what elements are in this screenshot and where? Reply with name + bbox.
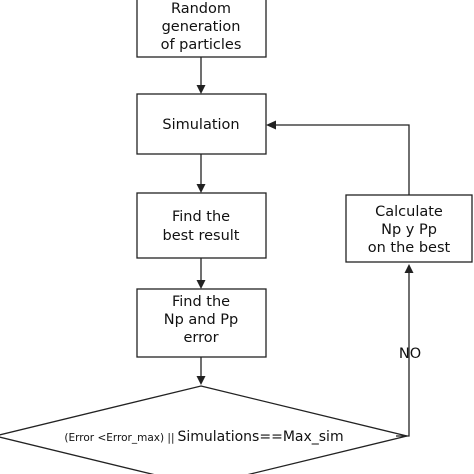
node-find-best-result-line-2: best result — [163, 228, 240, 244]
edge-calculate-to-simulation-line — [275, 124, 410, 195]
edge-find-best-to-find-error-arrowhead — [196, 280, 206, 289]
node-decision-condition-part-1: (Error <Error_max) || — [64, 432, 174, 444]
edge-label-no: NO — [399, 346, 421, 362]
node-random-generation: Random generation of particles — [136, 0, 267, 58]
node-find-error-line-2: Np and Pp — [164, 312, 239, 328]
node-random-generation-box — [136, 0, 267, 58]
edge-find-error-to-decision — [196, 357, 206, 385]
edge-random-to-simulation-arrowhead — [196, 85, 206, 94]
node-simulation-label: Simulation — [162, 117, 239, 133]
edge-decision-to-calculate: NO — [396, 264, 421, 437]
node-find-error-box — [136, 288, 267, 358]
node-calculate-line-1: Calculate — [375, 204, 443, 220]
node-decision-condition-part-2: Simulations==Max_sim — [177, 429, 343, 445]
node-calculate: Calculate Np y Pp on the best — [345, 194, 473, 263]
edge-decision-to-calculate-line — [396, 272, 410, 437]
edge-random-to-simulation — [196, 57, 206, 94]
edge-simulation-to-find-best-arrowhead — [196, 184, 206, 193]
edge-calculate-to-simulation-arrowhead — [266, 120, 276, 130]
node-calculate-line-3: on the best — [368, 240, 451, 256]
node-calculate-line-2: Np y Pp — [381, 222, 437, 238]
node-decision-diamond — [0, 385, 408, 474]
node-find-best-result: Find the best result — [136, 192, 267, 259]
node-simulation-box — [136, 93, 267, 155]
node-decision: (Error <Error_max) ||Simulations==Max_si… — [0, 385, 408, 474]
edge-simulation-to-find-best — [196, 154, 206, 193]
node-random-generation-line-3: of particles — [161, 37, 242, 53]
edge-decision-to-calculate-arrowhead — [404, 264, 414, 273]
edge-find-best-to-find-error — [196, 258, 206, 289]
node-find-best-result-box — [136, 192, 267, 259]
node-random-generation-line-1: Random — [171, 1, 231, 17]
node-find-best-result-line-1: Find the — [172, 209, 230, 225]
node-random-generation-line-2: generation — [162, 19, 241, 35]
node-simulation: Simulation — [136, 93, 267, 155]
node-decision-condition: (Error <Error_max) ||Simulations==Max_si… — [64, 429, 343, 445]
node-find-error-line-3: error — [183, 330, 218, 346]
edge-find-error-to-decision-arrowhead — [196, 376, 206, 385]
node-find-error-line-1: Find the — [172, 294, 230, 310]
edge-calculate-to-simulation — [266, 120, 410, 195]
node-find-error: Find the Np and Pp error — [136, 288, 267, 358]
node-calculate-box — [345, 194, 473, 263]
